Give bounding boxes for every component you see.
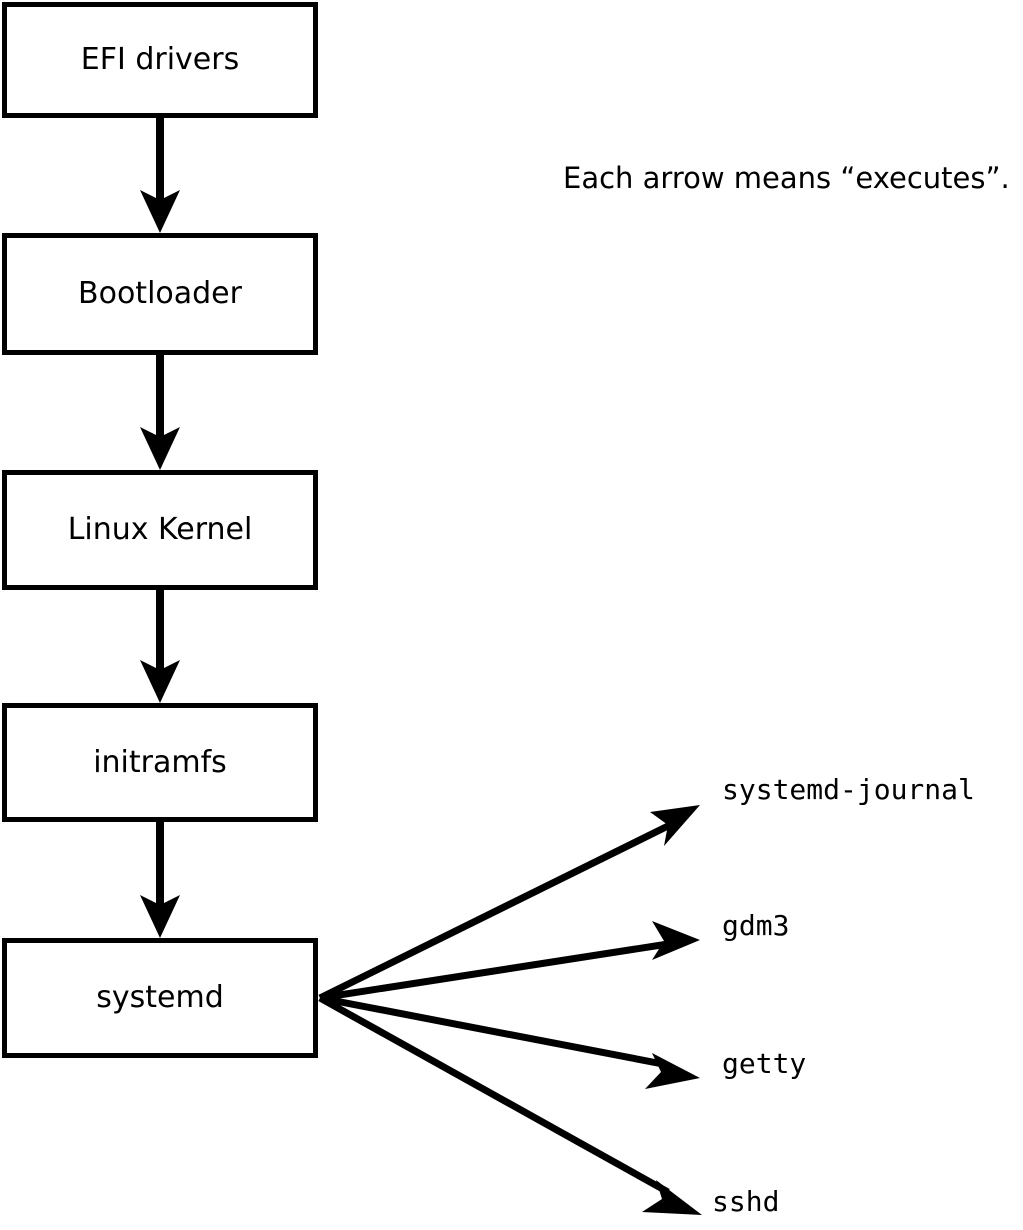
fan-arrow-getty <box>319 994 700 1089</box>
service-label-systemd-journal[interactable]: systemd-journal <box>722 773 975 806</box>
stage-label-systemd: systemd <box>96 980 224 1015</box>
stage-box-systemd[interactable]: systemd <box>2 938 318 1058</box>
fan-arrow-systemd-journal <box>318 805 700 1002</box>
vertical-arrow-kernel-to-initramfs <box>140 590 180 703</box>
stage-label-initramfs: initramfs <box>93 744 227 780</box>
fan-arrow-gdm3 <box>319 921 700 1002</box>
diagram-caption: Each arrow means “executes”. <box>563 161 1010 195</box>
fan-arrow-sshd <box>318 994 702 1215</box>
stage-box-linux-kernel[interactable]: Linux Kernel <box>2 470 318 590</box>
vertical-arrow-efi-to-bootloader <box>140 118 180 233</box>
service-label-getty[interactable]: getty <box>722 1047 807 1080</box>
stage-box-efi-drivers[interactable]: EFI drivers <box>2 2 318 118</box>
stage-box-initramfs[interactable]: initramfs <box>2 703 318 822</box>
stage-label-bootloader: Bootloader <box>78 276 242 311</box>
stage-label-linux-kernel: Linux Kernel <box>67 512 253 547</box>
vertical-arrow-initramfs-to-systemd <box>140 822 180 938</box>
service-label-gdm3[interactable]: gdm3 <box>722 909 790 942</box>
stage-label-efi-drivers: EFI drivers <box>80 42 240 77</box>
stage-box-bootloader[interactable]: Bootloader <box>2 233 318 355</box>
service-label-sshd[interactable]: sshd <box>712 1185 780 1218</box>
vertical-arrow-bootloader-to-kernel <box>140 355 180 470</box>
